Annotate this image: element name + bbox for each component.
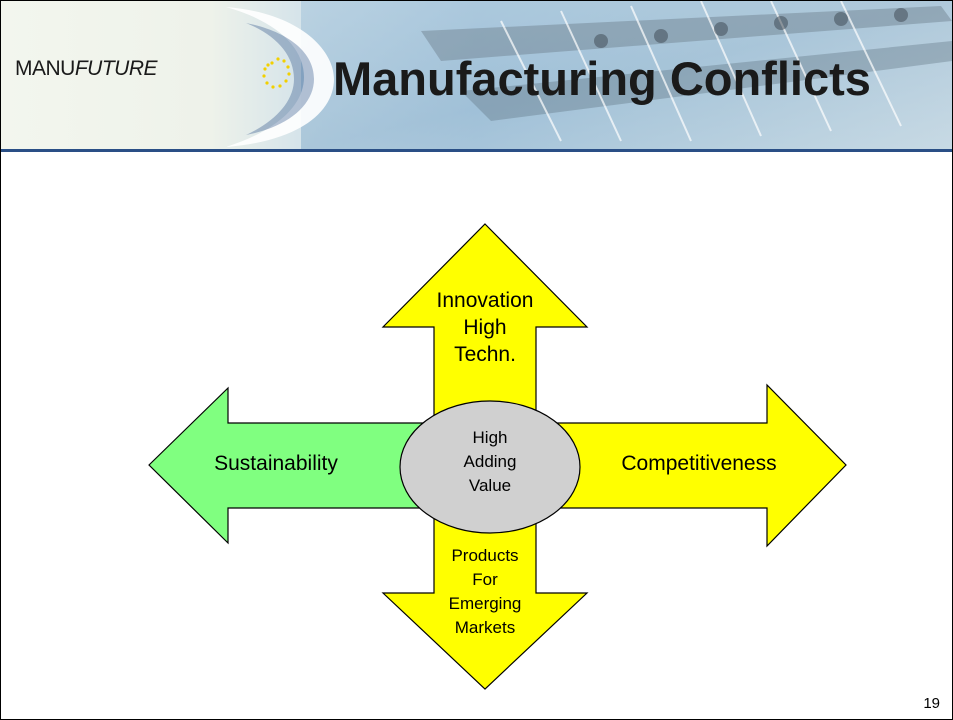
center-line-1: High	[472, 428, 508, 447]
manufuture-logo: MANUFUTURE	[15, 57, 158, 81]
down-arrow-line-4: Markets	[454, 618, 516, 637]
up-arrow-line-1: Innovation	[436, 289, 534, 312]
page-number: 19	[923, 695, 940, 712]
eu-swoosh-emblem	[226, 7, 334, 147]
down-arrow-line-1: Products	[451, 546, 519, 565]
header-divider	[1, 149, 952, 152]
left-arrow-label: Sustainability	[214, 452, 338, 475]
slide-title: Manufacturing Conflicts	[333, 52, 871, 105]
center-line-2: Adding	[463, 452, 517, 471]
rowing-photo-banner	[301, 1, 952, 149]
center-line-3: Value	[468, 476, 512, 495]
logo-prefix: MANU	[15, 57, 75, 80]
logo-suffix: FUTURE	[74, 57, 158, 80]
down-arrow-line-2: For	[472, 570, 498, 589]
slide-header: MANUFUTURE Manufacturing Conflicts	[1, 1, 952, 149]
up-arrow-label: Innovation High Techn.	[405, 287, 565, 368]
right-arrow-label: Competitiveness	[621, 452, 777, 475]
center-label: High Adding Value	[430, 426, 550, 498]
down-arrow-line-3: Emerging	[448, 594, 522, 613]
center-high-adding-value	[399, 400, 581, 534]
up-arrow-line-2: High	[463, 316, 507, 339]
down-arrow-label: Products For Emerging Markets	[425, 544, 545, 640]
up-arrow-line-3: Techn.	[454, 343, 516, 366]
right-arrow-competitiveness	[540, 383, 847, 548]
